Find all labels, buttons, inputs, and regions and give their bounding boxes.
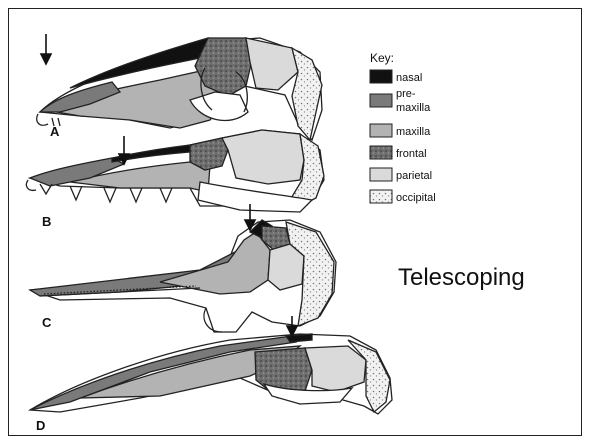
key-legend: Key: nasal pre- maxilla maxilla frontal …: [370, 51, 436, 204]
key-label-nasal: nasal: [396, 72, 422, 84]
key-title: Key:: [370, 51, 394, 65]
panel-label-b: B: [42, 214, 51, 229]
key-swatch-premaxilla: [370, 94, 392, 107]
key-label-frontal: frontal: [396, 148, 427, 160]
skull-d: [30, 334, 392, 414]
skull-b: [26, 130, 324, 212]
arrow-a-icon: [41, 54, 51, 64]
skull-c: [30, 220, 336, 332]
key-swatch-parietal: [370, 168, 392, 181]
skull-a: [37, 38, 322, 140]
key-swatch-occipital: [370, 190, 392, 203]
key-label-occipital: occipital: [396, 192, 436, 204]
key-label-parietal: parietal: [396, 170, 432, 182]
key-swatch-nasal: [370, 70, 392, 83]
key-swatch-maxilla: [370, 124, 392, 137]
key-swatch-frontal: [370, 146, 392, 159]
caption-telescoping: Telescoping: [398, 264, 525, 291]
key-label-premaxilla-2: maxilla: [396, 102, 431, 114]
key-label-maxilla: maxilla: [396, 126, 431, 138]
panel-label-d: D: [36, 418, 45, 433]
key-label-premaxilla-1: pre-: [396, 88, 416, 100]
panel-label-c: C: [42, 315, 52, 330]
panel-label-a: A: [50, 124, 60, 139]
